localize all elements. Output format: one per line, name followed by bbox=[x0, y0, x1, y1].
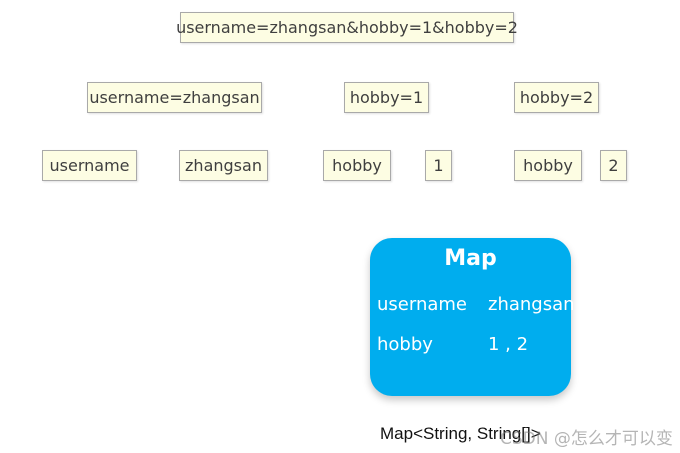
token-box-key: hobby bbox=[323, 150, 391, 181]
token-label: 1 bbox=[433, 156, 444, 175]
pair-box-username: username=zhangsan bbox=[87, 82, 262, 113]
map-key-username: username bbox=[377, 294, 467, 315]
query-string-box: username=zhangsan&hobby=1&hobby=2 bbox=[176, 12, 518, 43]
map-value-username: zhangsan bbox=[488, 294, 575, 315]
token-label: hobby bbox=[523, 156, 573, 175]
pair-box-hobby-1: hobby=1 bbox=[344, 82, 429, 113]
token-label: hobby bbox=[332, 156, 382, 175]
token-box-key: hobby bbox=[514, 150, 582, 181]
map-key-hobby: hobby bbox=[377, 334, 433, 355]
pair-label: hobby=2 bbox=[519, 88, 594, 107]
token-box-value: 1 bbox=[425, 150, 452, 181]
type-caption: Map<String, String[]> bbox=[380, 424, 541, 443]
pair-box-hobby-2: hobby=2 bbox=[514, 82, 599, 113]
map-card bbox=[370, 238, 571, 396]
pair-label: hobby=1 bbox=[349, 88, 424, 107]
map-value-hobby: 1 , 2 bbox=[488, 334, 529, 355]
token-label: 2 bbox=[608, 156, 619, 175]
token-box-value: 2 bbox=[600, 150, 627, 181]
token-label: zhangsan bbox=[185, 156, 262, 175]
token-box-value: zhangsan bbox=[179, 150, 268, 181]
map-title: Map bbox=[444, 246, 497, 271]
watermark: CSDN @怎么才可以变 bbox=[500, 429, 673, 449]
token-box-key: username bbox=[42, 150, 137, 181]
query-string-label: username=zhangsan&hobby=1&hobby=2 bbox=[176, 18, 518, 37]
pair-label: username=zhangsan bbox=[89, 88, 260, 107]
token-label: username bbox=[49, 156, 130, 175]
